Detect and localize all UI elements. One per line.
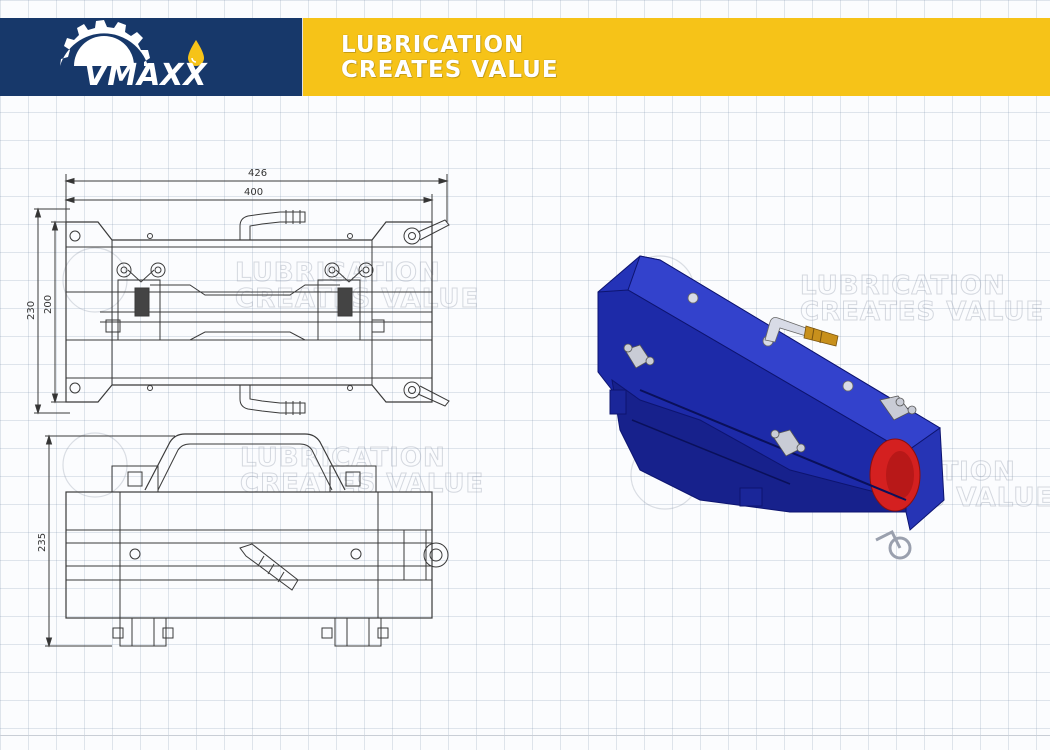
brand-panel: VMAXX [0, 18, 302, 96]
slogan: LUBRICATION CREATES VALUE [341, 33, 559, 83]
watermark-line2: CREATES VALUE [235, 284, 479, 314]
slogan-line-2: CREATES VALUE [341, 57, 559, 83]
slogan-panel: LUBRICATION CREATES VALUE [302, 18, 1050, 96]
footer-divider [0, 735, 1050, 736]
brand-name: VMAXX [84, 58, 207, 93]
side-view-drawing [45, 433, 449, 648]
dim-inner-height: 200 [43, 295, 54, 314]
dim-side-height: 235 [37, 533, 48, 552]
shackle [888, 536, 912, 560]
watermark-line1: LUBRICATION [240, 443, 446, 473]
slogan-line-1: LUBRICATION [341, 32, 525, 58]
gear-icon [60, 20, 150, 66]
watermark-3d-top: LUBRICATION CREATES VALUE [625, 255, 1044, 328]
dim-overall-width: 426 [248, 168, 267, 179]
dim-inner-width: 400 [244, 187, 263, 198]
watermark-top-view: LUBRICATION CREATES VALUE [62, 247, 479, 315]
vmaxx-logo [60, 20, 204, 66]
watermark-line2: CREATES VALUE [240, 469, 484, 499]
watermark-line1: LUBRICATION [235, 258, 441, 288]
watermark-line2: CREATES VALUE [800, 297, 1044, 327]
top-view-drawing [34, 174, 450, 415]
header-banner: VMAXX LUBRICATION CREATES VALUE [0, 18, 1050, 96]
watermark-side-view: LUBRICATION CREATES VALUE [62, 432, 484, 500]
watermark-line1: LUBRICATION [800, 271, 1006, 301]
dim-overall-height: 230 [26, 301, 37, 320]
grease-fitting [764, 317, 807, 343]
isometric-model [597, 255, 945, 560]
